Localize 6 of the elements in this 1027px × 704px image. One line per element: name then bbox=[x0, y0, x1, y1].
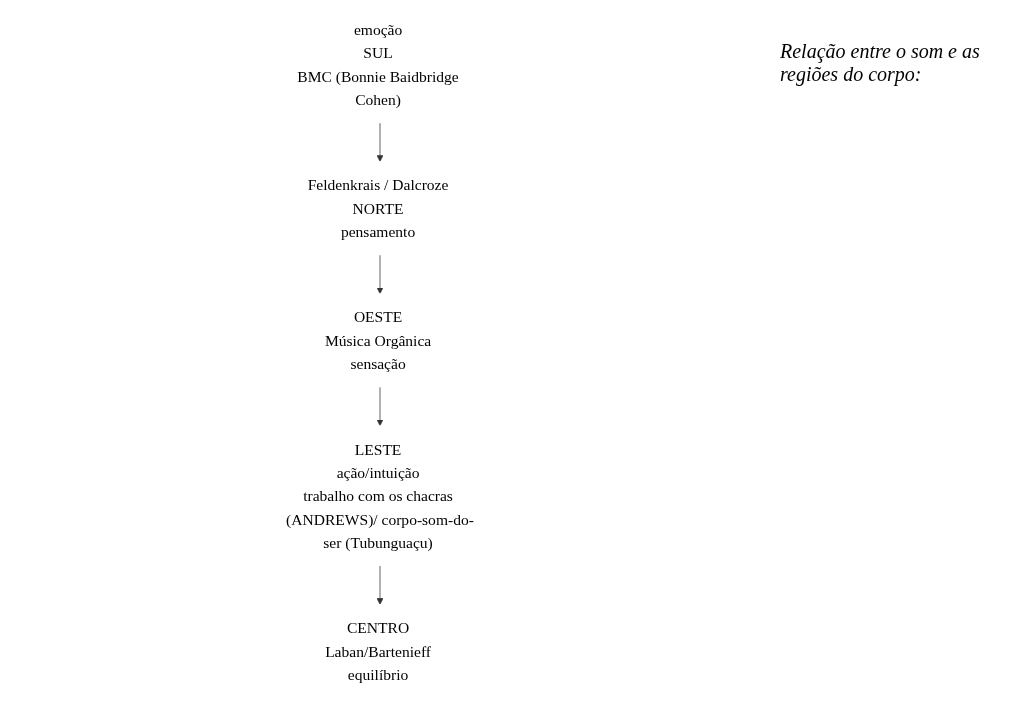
node-text: emoção SUL BMC (Bonnie Baidbridge Cohen) bbox=[297, 20, 459, 109]
node-text: CENTRO Laban/Bartenieff equilíbrio bbox=[325, 619, 431, 684]
node-text: LESTE ação/intuição trabalho com os chacras (ANDREWS)/ corpo-som-do-ser (Tubunguaçu) bbox=[286, 440, 474, 551]
node-text: OESTE Música Orgânica sensação bbox=[324, 308, 432, 373]
node-text: Feldenkrais / Dalcroze NORTE pensamento bbox=[307, 176, 449, 241]
note-text: Relação entre o som e as regiões do corpo: bbox=[780, 40, 981, 86]
